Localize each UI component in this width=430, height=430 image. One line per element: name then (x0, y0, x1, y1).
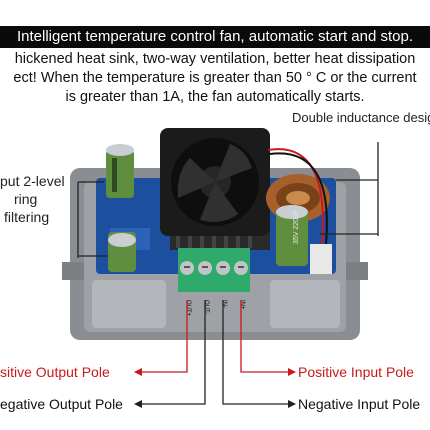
terminal-labels: OUT+ OUT- IN- IN+ (185, 300, 245, 317)
positive-output-pole-label: sitive Output Pole (0, 364, 110, 380)
positive-input-pole-label: Positive Input Pole (298, 364, 414, 380)
positive-output-leader (140, 300, 188, 373)
double-inductance-label: Double inductance desig (292, 110, 430, 125)
negative-input-leader (222, 300, 290, 405)
pointer-lines (77, 142, 379, 405)
capacitor-rating-text: 35V 220uF (293, 210, 300, 244)
terminal-label-out-minus: OUT- (203, 300, 209, 314)
arrowheads (134, 368, 296, 408)
negative-output-pole-label: egative Output Pole (0, 396, 123, 412)
feature-banner: Intelligent temperature control fan, aut… (0, 26, 430, 48)
negative-output-leader (140, 300, 206, 405)
terminal-label-in-plus: IN+ (239, 300, 245, 310)
terminal-label-out-plus: OUT+ (185, 300, 191, 317)
negative-input-pole-label: Negative Input Pole (298, 396, 421, 412)
description-line-2: ect! When the temperature is greater tha… (13, 70, 417, 86)
cooling-fan (160, 128, 270, 236)
positive-input-arrow (288, 368, 296, 376)
feature-description: hickened heat sink, two-way ventilation,… (0, 50, 430, 107)
output-filter-line-2: ring (14, 191, 38, 207)
right-capacitor: 35V 220uF (276, 205, 308, 266)
negative-output-arrow (134, 400, 142, 408)
output-filter-line-3: filtering (4, 209, 50, 225)
positive-output-arrow (134, 368, 142, 376)
fan-connector (267, 148, 332, 274)
negative-input-arrow (288, 400, 296, 408)
terminal-label-in-minus: IN- (221, 300, 227, 308)
description-line-3: is greater than 1A, the fan automaticall… (65, 89, 365, 105)
output-filter-line-1: put 2-level (0, 173, 65, 189)
left-capacitor-bottom (108, 232, 136, 272)
description-line-1: hickened heat sink, two-way ventilation,… (14, 51, 416, 67)
output-filtering-label: put 2-level ring filtering (0, 172, 65, 226)
terminal-block (178, 248, 250, 292)
left-capacitor-top (106, 144, 134, 198)
positive-input-leader (240, 300, 290, 373)
